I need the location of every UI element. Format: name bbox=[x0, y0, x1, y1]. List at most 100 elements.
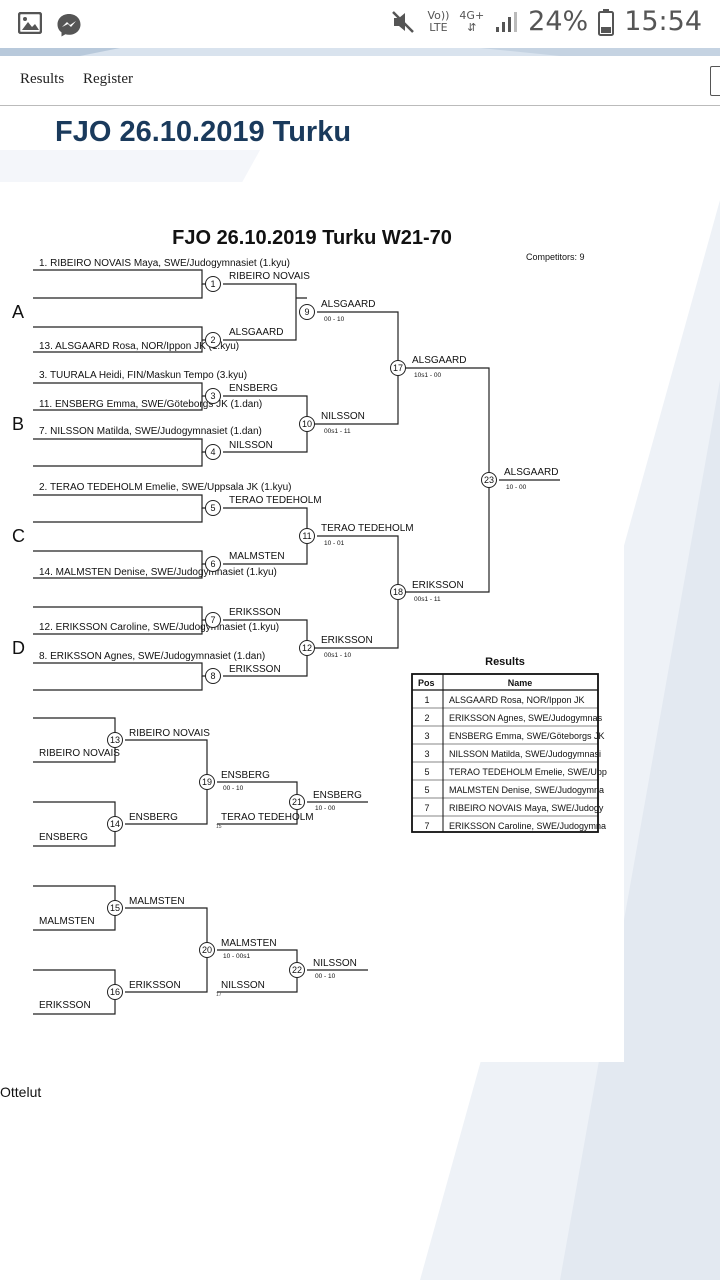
competitor-count: Competitors: 9 bbox=[526, 252, 585, 262]
repechage-label: ENSBERG bbox=[221, 770, 270, 781]
result-pos: 5 bbox=[424, 785, 429, 795]
svg-text:21: 21 bbox=[292, 797, 302, 807]
result-name: MALMSTEN Denise, SWE/Judogymna bbox=[449, 785, 604, 795]
results-header-name: Name bbox=[508, 678, 533, 688]
winner-label: RIBEIRO NOVAIS bbox=[229, 271, 310, 282]
match-number: 9 bbox=[299, 304, 315, 320]
mute-icon bbox=[392, 10, 415, 33]
match-number: 16 bbox=[107, 984, 123, 1000]
result-pos: 1 bbox=[424, 695, 429, 705]
winner-label: TERAO TEDEHOLM bbox=[321, 523, 414, 534]
match-number: 1 bbox=[205, 276, 221, 292]
volte-indicator: Vo)) LTE bbox=[427, 8, 450, 34]
result-pos: 3 bbox=[424, 749, 429, 759]
battery-percent: 24% bbox=[528, 6, 589, 37]
repechage-label: MALMSTEN bbox=[221, 938, 277, 949]
winner-label: ALSGAARD bbox=[321, 299, 375, 310]
menu-toggle-button[interactable] bbox=[710, 66, 720, 96]
match-score: 00s1 - 10 bbox=[324, 652, 351, 659]
match-number: 10 bbox=[299, 416, 315, 432]
match-number: 6 bbox=[205, 556, 221, 572]
result-name: RIBEIRO NOVAIS Maya, SWE/Judogy bbox=[449, 803, 604, 813]
nav-register-link[interactable]: Register bbox=[83, 71, 133, 87]
repechage-label: MALMSTEN bbox=[39, 916, 95, 927]
match-number: 19 bbox=[199, 774, 215, 790]
header-strip bbox=[0, 48, 720, 56]
svg-text:11: 11 bbox=[302, 531, 311, 541]
svg-text:23: 23 bbox=[484, 475, 494, 485]
winner-label: ALSGAARD bbox=[229, 327, 283, 338]
winner-label: MALMSTEN bbox=[229, 551, 285, 562]
match-number: 2 bbox=[205, 332, 221, 348]
battery-icon bbox=[598, 8, 615, 36]
clock: 15:54 bbox=[624, 6, 702, 37]
svg-text:4: 4 bbox=[210, 447, 215, 457]
result-pos: 2 bbox=[424, 713, 429, 723]
match-number: 11 bbox=[299, 528, 315, 544]
results-header-pos: Pos bbox=[418, 678, 435, 688]
match-score: 00s1 - 11 bbox=[414, 596, 441, 603]
repechage-label: RIBEIRO NOVAIS bbox=[129, 728, 210, 739]
match-number: 13 bbox=[107, 732, 123, 748]
nav-bar: Results Register bbox=[0, 56, 720, 106]
repechage-label: MALMSTEN bbox=[129, 896, 185, 907]
match-number: 22 bbox=[289, 962, 305, 978]
repechage-label: ERIKSSON bbox=[129, 980, 181, 991]
result-pos: 7 bbox=[424, 821, 429, 831]
winner-label: NILSSON bbox=[321, 411, 365, 422]
svg-text:2: 2 bbox=[210, 335, 215, 345]
winner-label: ERIKSSON bbox=[229, 607, 281, 618]
match-note: 17 bbox=[216, 992, 222, 998]
competitor-entry: 1. RIBEIRO NOVAIS Maya, SWE/Judogymnasie… bbox=[39, 258, 290, 269]
competitor-entry: 3. TUURALA Heidi, FIN/Maskun Tempo (3.ky… bbox=[39, 370, 247, 381]
bracket-image: FJO 26.10.2019 Turku W21-70 Competitors:… bbox=[0, 182, 624, 1062]
svg-text:16: 16 bbox=[110, 987, 120, 997]
match-number: 21 bbox=[289, 794, 305, 810]
winner-label: NILSSON bbox=[229, 440, 273, 451]
repechage-label: RIBEIRO NOVAIS bbox=[39, 748, 120, 759]
svg-text:8: 8 bbox=[210, 671, 215, 681]
winner-label: ALSGAARD bbox=[504, 467, 558, 478]
winner-label: ERIKSSON bbox=[321, 635, 373, 646]
repechage-label: ENSBERG bbox=[129, 812, 178, 823]
pool-label: C bbox=[12, 526, 25, 546]
match-number: 15 bbox=[107, 900, 123, 916]
match-number: 23 bbox=[481, 472, 497, 488]
match-number: 20 bbox=[199, 942, 215, 958]
svg-text:5: 5 bbox=[210, 503, 215, 513]
repechage-label: ENSBERG bbox=[313, 790, 362, 801]
winner-label: TERAO TEDEHOLM bbox=[229, 495, 322, 506]
match-number: 14 bbox=[107, 816, 123, 832]
results-title: Results bbox=[485, 656, 525, 668]
winner-label: ERIKSSON bbox=[412, 580, 464, 591]
match-score: 00s1 - 11 bbox=[324, 428, 351, 435]
status-bar: Vo)) LTE 4G+ ⇵ 24% 15:54 bbox=[0, 0, 720, 48]
match-score: 10 - 00 bbox=[315, 805, 336, 812]
nav-results-link[interactable]: Results bbox=[20, 71, 65, 87]
competitor-entry: 8. ERIKSSON Agnes, SWE/Judogymnasiet (1.… bbox=[39, 651, 265, 662]
svg-text:18: 18 bbox=[393, 587, 403, 597]
network-type: 4G+ ⇵ bbox=[459, 8, 485, 34]
gallery-icon bbox=[18, 12, 42, 34]
winner-label: ALSGAARD bbox=[412, 355, 466, 366]
match-score: 00 - 10 bbox=[315, 973, 336, 980]
result-name: TERAO TEDEHOLM Emelie, SWE/Upp bbox=[449, 767, 607, 777]
repechage-label: ENSBERG bbox=[39, 832, 88, 843]
match-score: 10 - 00 bbox=[506, 484, 527, 491]
svg-text:15: 15 bbox=[110, 903, 120, 913]
svg-text:12: 12 bbox=[302, 643, 312, 653]
svg-text:3: 3 bbox=[210, 391, 215, 401]
match-score: 00 - 10 bbox=[324, 316, 345, 323]
match-number: 3 bbox=[205, 388, 221, 404]
winner-label: ERIKSSON bbox=[229, 664, 281, 675]
messenger-icon bbox=[57, 14, 81, 37]
match-score: 00 - 10 bbox=[223, 785, 244, 792]
matches-link[interactable]: Ottelut bbox=[0, 1084, 42, 1100]
pool-label: B bbox=[12, 414, 24, 434]
svg-text:1: 1 bbox=[210, 279, 215, 289]
svg-text:13: 13 bbox=[110, 735, 120, 745]
match-number: 17 bbox=[390, 360, 406, 376]
svg-text:6: 6 bbox=[210, 559, 215, 569]
competitor-entry: 11. ENSBERG Emma, SWE/Göteborgs JK (1.da… bbox=[39, 399, 262, 410]
competitor-entry: 7. NILSSON Matilda, SWE/Judogymnasiet (1… bbox=[39, 426, 262, 437]
